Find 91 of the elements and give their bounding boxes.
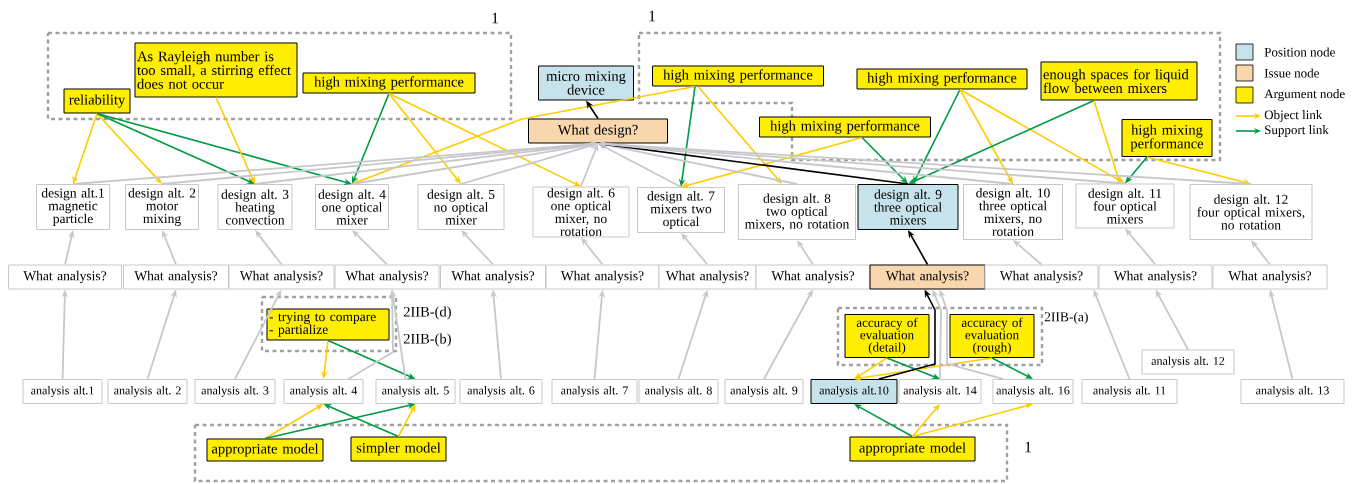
alternative-box: design alt. 10 three optical mixers, no rotation — [963, 184, 1063, 240]
alternative-box: design alt. 7 mixers two optical — [637, 187, 725, 233]
alternative-box: design alt. 4 one optical mixer — [315, 184, 389, 230]
annotation-label: 1 — [649, 10, 656, 22]
argument-box: high mixing performance — [652, 65, 824, 87]
alternative-box: design alt. 2 motor mixing — [125, 184, 199, 230]
legend-label: Position node — [1264, 47, 1335, 57]
argument-box: high mixing performance — [856, 68, 1028, 90]
alternative-box: What analysis? — [545, 264, 660, 290]
alternative-box: What analysis? — [658, 264, 757, 290]
arrow — [255, 230, 283, 266]
arrow — [1013, 240, 1043, 266]
argument-box: enough spaces for liquid flow between mixers — [1040, 61, 1198, 101]
argument-box: high mixing performance — [302, 72, 476, 94]
alternative-box: analysis alt. 13 — [1240, 379, 1345, 404]
alternative-box: design alt. 11 four optical mixers — [1075, 183, 1175, 229]
alternative-box: design alt. 6 one optical mixer, no rotation — [532, 186, 630, 238]
legend-label: Issue node — [1264, 68, 1319, 78]
argument-box: high mixing performance — [759, 116, 931, 138]
arrow — [697, 85, 782, 184]
argument-box: As Rayleigh number is too small, a stirring effect does not occur — [134, 42, 298, 98]
alternative-box: analysis alt. 4 — [283, 379, 364, 404]
arrow — [908, 99, 1095, 184]
arrow — [461, 230, 494, 266]
annotation-label: 2IIB-(a) — [1044, 311, 1088, 325]
argument-box: accuracy of evaluation (rough) — [949, 314, 1035, 358]
position-box: micro mixing device — [538, 65, 634, 101]
arrow — [854, 357, 888, 379]
arrow — [397, 404, 416, 438]
annotation-label: 1 — [1025, 441, 1032, 453]
alternative-box: What analysis? — [334, 264, 440, 290]
arrow — [797, 240, 814, 266]
alternative-box: analysis alt. 7 — [551, 379, 638, 404]
alternative-box: analysis alt. 14 — [898, 379, 982, 404]
issue-box: What design? — [528, 118, 668, 144]
issue-box: What analysis? — [869, 264, 986, 290]
arrow — [854, 404, 914, 438]
arrow — [1251, 240, 1271, 266]
argument-box: accuracy of evaluation (detail) — [844, 314, 930, 358]
arrow — [991, 357, 1033, 379]
alternative-box: analysis alt. 9 — [724, 379, 804, 404]
arrow — [911, 404, 940, 438]
annotation-label: 2IIB-(d) — [403, 306, 451, 320]
alternative-box: design alt. 8 two optical mixers, no rotation — [738, 184, 856, 240]
alternative-box: analysis alt. 2 — [107, 379, 188, 404]
alternative-box: What analysis? — [123, 264, 229, 290]
alternative-box: What analysis? — [1098, 264, 1213, 290]
legend-label: Argument node — [1264, 89, 1345, 101]
alternative-box: analysis alt. 11 — [1081, 379, 1178, 404]
argument-box: high mixing performance — [1121, 119, 1213, 157]
alternative-box: analysis alt. 8 — [638, 379, 719, 404]
alternative-box: analysis alt. 6 — [459, 379, 543, 404]
arrow — [388, 92, 581, 187]
legend-label: Object link — [1264, 110, 1323, 122]
argument-box: simpler model — [350, 436, 447, 462]
alternative-box: analysis alt. 12 — [1141, 349, 1235, 375]
arrow — [388, 92, 461, 184]
annotation-label: 2IIB-(b) — [403, 333, 451, 347]
alternative-box: analysis alt.1 — [22, 379, 103, 404]
position-box: design alt. 9 three optical mixers — [857, 184, 959, 230]
alternative-box: design alt. 3 heating convection — [217, 184, 293, 230]
arrow — [352, 230, 388, 266]
alternative-box: design alt. 12 four optical mixers, no rotation — [1189, 184, 1313, 240]
alternative-box: design alt.1 magnetic particle — [36, 184, 110, 230]
annotation-label: 1 — [492, 12, 499, 24]
alternative-box: What analysis? — [228, 264, 335, 290]
alternative-box: design alt. 5 no optical mixer — [417, 184, 505, 230]
position-box: analysis alt.10 — [810, 379, 898, 404]
argument-box: - trying to compare - partialize — [266, 308, 390, 341]
arrow — [598, 143, 682, 188]
alternative-box: analysis alt. 5 — [375, 379, 456, 404]
arrow — [908, 230, 929, 266]
arrow — [913, 88, 961, 184]
arrow — [959, 88, 1013, 184]
arrow — [96, 112, 162, 184]
arrow — [681, 233, 709, 266]
alternative-box: analysis alt. 3 — [194, 379, 276, 404]
argument-box: reliability — [63, 88, 131, 114]
argument-box: appropriate model — [849, 436, 976, 462]
alternative-box: What analysis? — [755, 264, 871, 290]
argument-box: appropriate model — [206, 438, 324, 462]
alternative-box: What analysis? — [8, 264, 122, 290]
alternative-box: What analysis? — [984, 264, 1099, 290]
arrow — [861, 136, 908, 184]
arrow — [959, 88, 1125, 184]
alternative-box: What analysis? — [440, 264, 546, 290]
legend-label: Support link — [1265, 125, 1329, 137]
alternative-box: What analysis? — [1212, 264, 1328, 290]
arrow — [215, 96, 255, 184]
alternative-box: analysis alt. 16 — [992, 379, 1074, 404]
arrow — [96, 112, 255, 184]
